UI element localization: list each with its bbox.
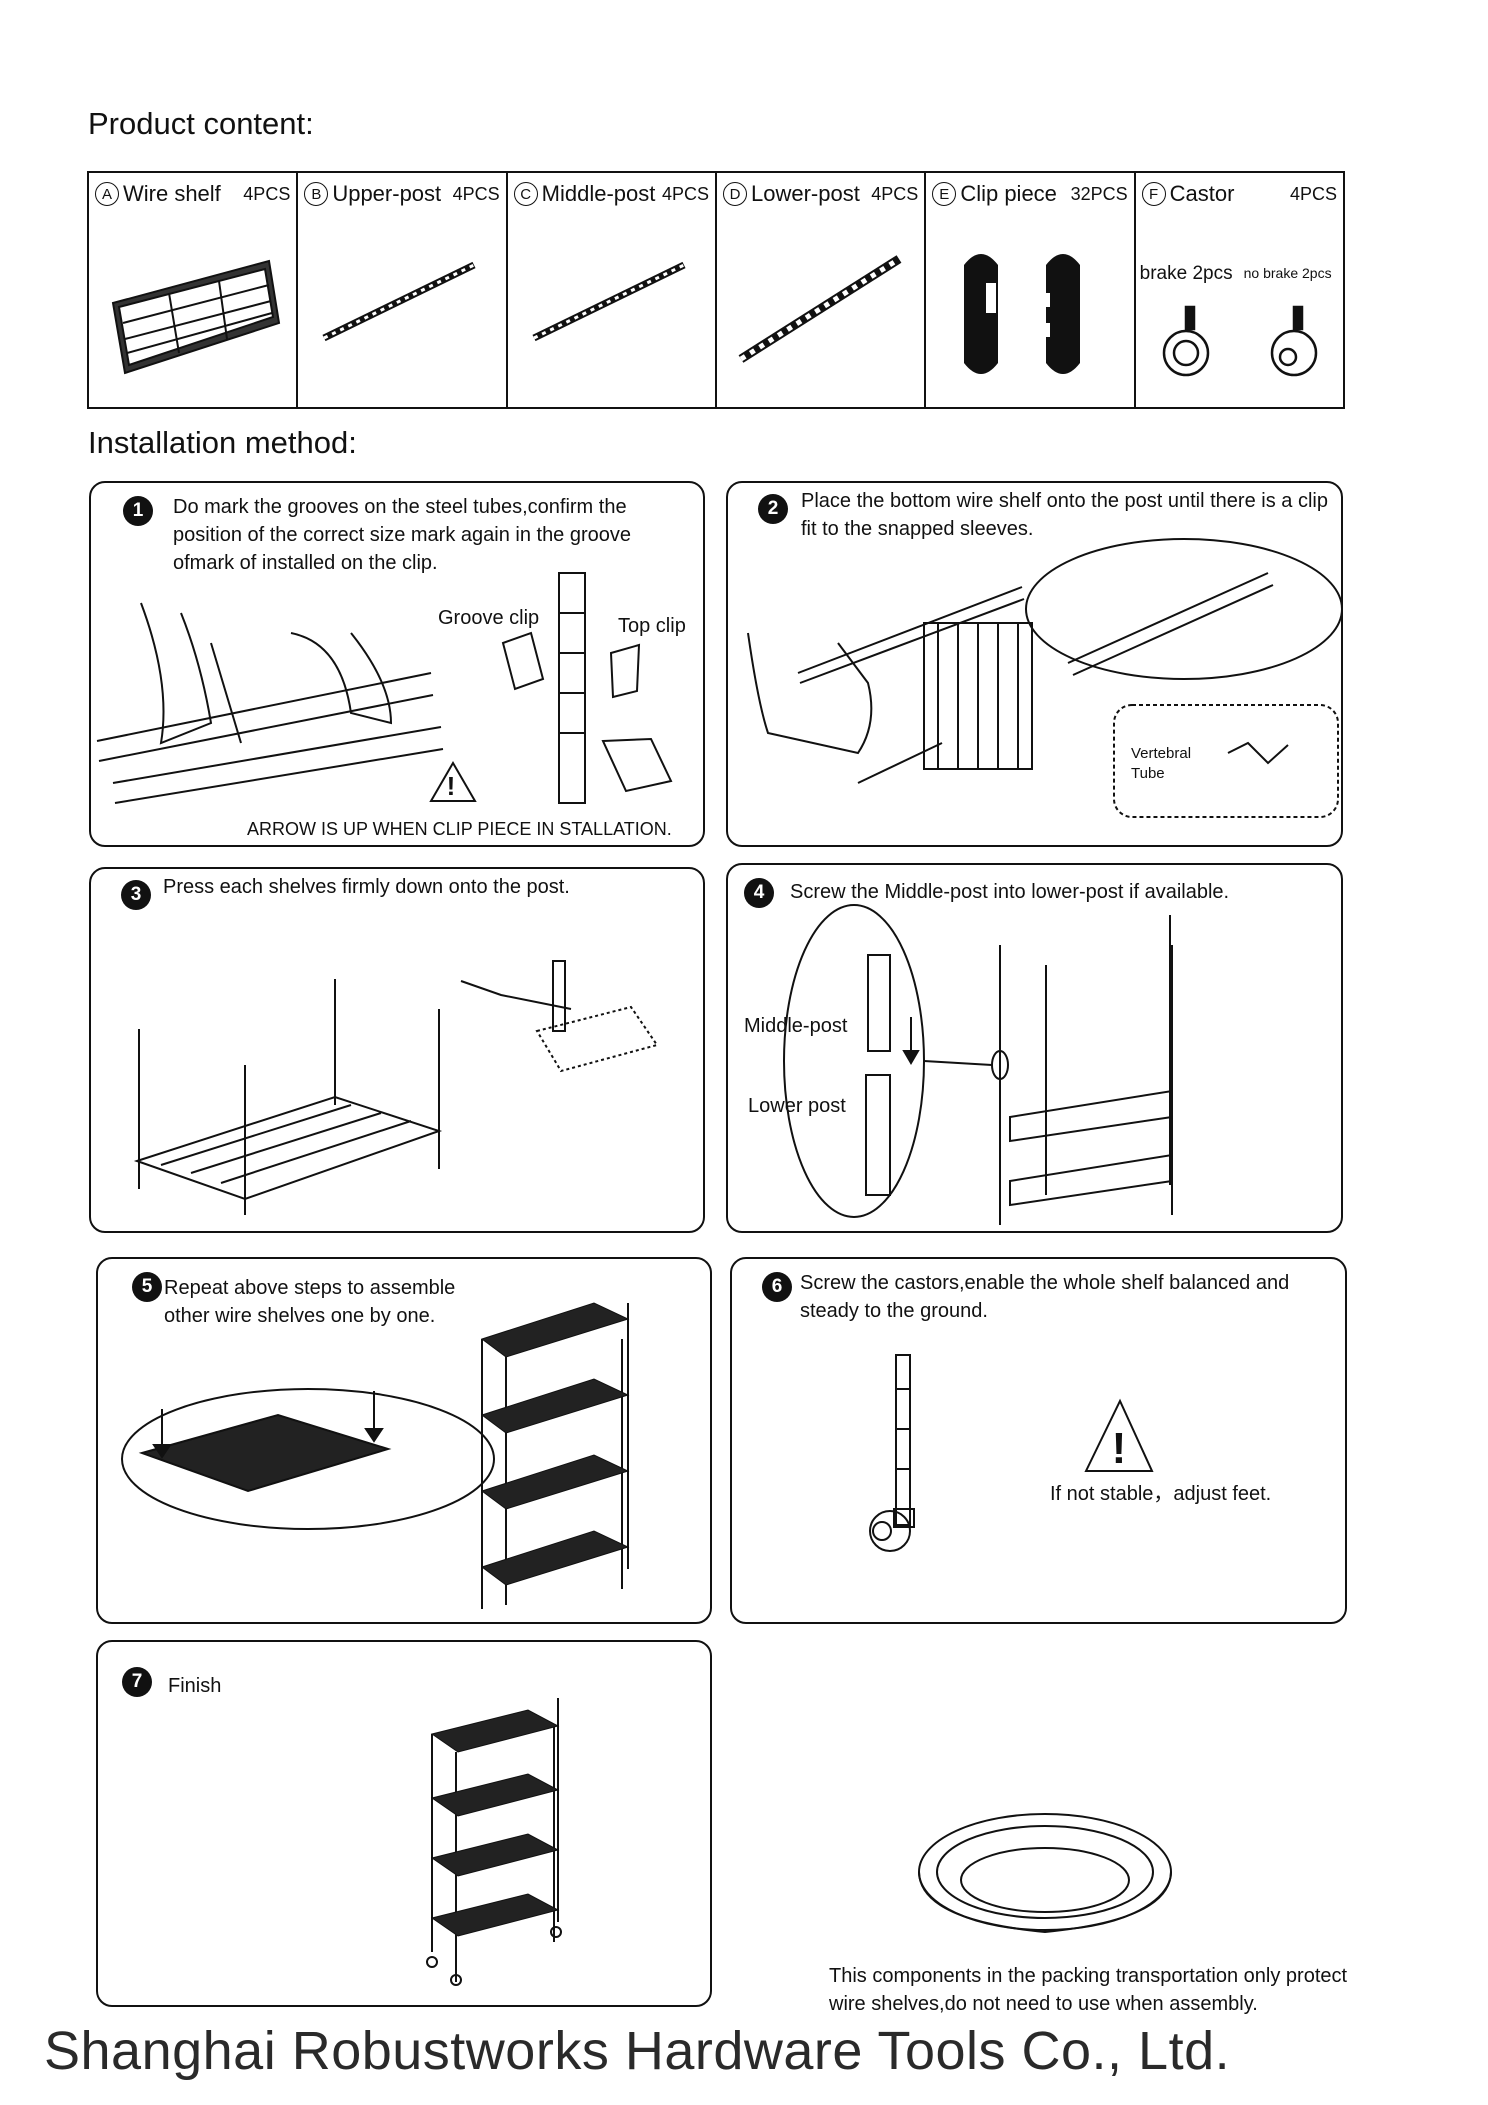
svg-text:!: ! [447, 771, 456, 801]
step-number: 1 [123, 496, 153, 526]
middle-post-label: Middle-post [744, 1015, 848, 1037]
castor-no-brake-label: no brake 2pcs [1243, 265, 1332, 281]
step-4-illustration [783, 904, 1173, 1225]
part-qty: 4PCS [1289, 183, 1337, 204]
clip-piece-illustration [964, 254, 1081, 374]
part-name: Clip piece [960, 181, 1057, 206]
product-content-title: Product content: [88, 106, 314, 141]
step-3-panel: 3 Press each shelves firmly down onto th… [89, 867, 705, 1233]
upper-post-illustration [322, 261, 476, 342]
part-name: Upper-post [332, 181, 442, 206]
step-number: 6 [762, 1272, 792, 1302]
part-letter: B [304, 182, 329, 206]
top-clip-label: Top clip [618, 615, 686, 637]
step-number: 7 [122, 1667, 152, 1697]
installation-title: Installation method: [88, 425, 357, 460]
step-1-panel: 1 Do mark the grooves on the steel tubes… [89, 481, 705, 847]
stability-warning: If not stable，adjust feet. [1050, 1483, 1272, 1505]
step-7-panel: 7 Finish [96, 1640, 712, 2007]
part-name: Lower-post [750, 181, 860, 206]
castor-brake-label: brake 2pcs [1139, 263, 1233, 284]
castor-illustration [1162, 305, 1317, 377]
rack-shelf [480, 1454, 630, 1510]
part-qty: 4PCS [243, 183, 291, 204]
step-6-illustration: ! [869, 1354, 1154, 1552]
step-6-text: Screw the castors,enable the whole shelf… [800, 1272, 1290, 1322]
packing-note: This components in the packing transport… [829, 1965, 1348, 2015]
step-number: 3 [121, 880, 151, 910]
step-2-text: Place the bottom wire shelf onto the pos… [801, 490, 1328, 540]
part-letter: D [722, 182, 747, 206]
step-6-panel: 6 Screw the castors,enable the whole she… [730, 1257, 1347, 1624]
svg-text:!: ! [1112, 1424, 1127, 1473]
company-name: Shanghai Robustworks Hardware Tools Co.,… [44, 2021, 1231, 2081]
part-name: Middle-post [541, 181, 656, 206]
step-5-text: Repeat above steps to assemble other wir… [164, 1277, 456, 1327]
rack-shelf [480, 1378, 630, 1434]
step-7-text: Finish [168, 1675, 222, 1697]
part-qty: 4PCS [452, 183, 500, 204]
step-2-panel: 2 Place the bottom wire shelf onto the p… [726, 481, 1343, 847]
part-letter: A [95, 182, 119, 206]
step-5-illustration [121, 1302, 630, 1609]
lower-post-illustration [738, 255, 902, 363]
step-5-panel: 5 Repeat above steps to assemble other w… [96, 1257, 712, 1624]
part-letter: E [932, 182, 957, 206]
step-4-panel: 4 Screw the Middle-post into lower-post … [726, 863, 1343, 1233]
step-4-text: Screw the Middle-post into lower-post if… [790, 881, 1230, 903]
vertebral-label: Vertebral [1131, 745, 1192, 762]
middle-post-illustration [532, 261, 686, 342]
part-qty: 32PCS [1070, 183, 1128, 204]
rack-shelf [480, 1302, 630, 1358]
groove-clip-label: Groove clip [438, 607, 540, 629]
step-2-illustration [747, 538, 1343, 818]
lower-post-label: Lower post [748, 1095, 846, 1117]
step-3-text: Press each shelves firmly down onto the … [163, 876, 570, 898]
part-letter: C [513, 182, 538, 206]
step-number: 2 [758, 494, 788, 524]
part-qty: 4PCS [871, 183, 919, 204]
part-name: Castor [1169, 181, 1235, 206]
wire-shelf-illustration [111, 259, 281, 375]
tube-label: Tube [1131, 765, 1165, 782]
packing-ring-illustration [918, 1813, 1172, 1934]
step-1-text: Do mark the grooves on the steel tubes,c… [173, 496, 632, 574]
part-letter: F [1141, 182, 1166, 206]
part-qty: 4PCS [661, 183, 709, 204]
step-number: 4 [744, 878, 774, 908]
step-3-illustration [133, 960, 659, 1215]
rack-shelf [480, 1530, 630, 1586]
step-1-illustration: ! [96, 572, 673, 804]
finished-shelf-illustration [426, 1698, 562, 1986]
step-number: 5 [132, 1272, 162, 1302]
clip-arrow-note: ARROW IS UP WHEN CLIP PIECE IN STALLATIO… [247, 819, 672, 839]
part-name: Wire shelf [123, 181, 221, 206]
